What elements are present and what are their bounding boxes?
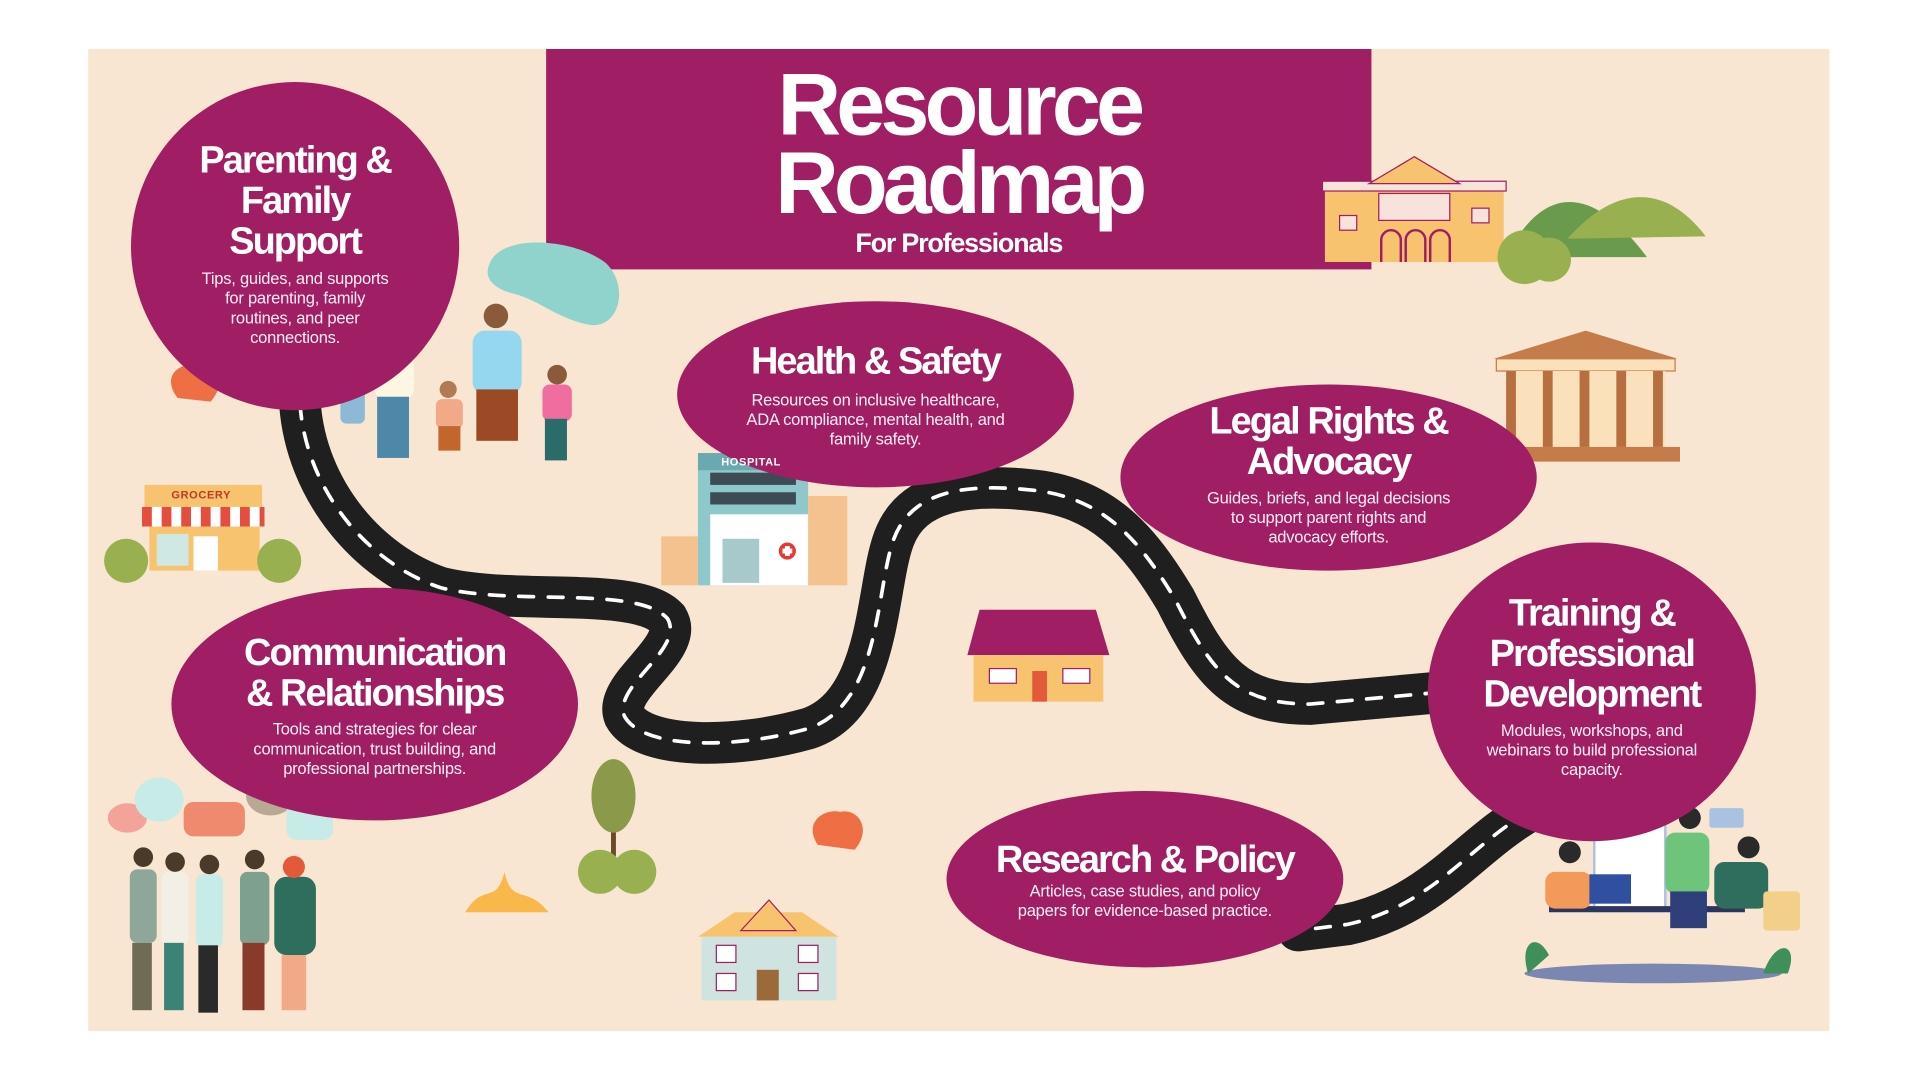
university-building-illustration [1321,156,1507,263]
text-line: Health & Safety [750,339,1002,383]
road [279,383,1552,952]
text-line: Tools and strategies for clear [272,720,477,739]
text-line: Tips, guides, and supports [201,269,389,288]
text-line: communication, trust building, and [253,739,496,758]
text-line: routines, and peer [230,308,360,327]
communication-bubble [171,587,578,821]
text-line: professional partnerships. [283,759,467,778]
text-line: capacity. [1560,760,1623,779]
training-bubble [1427,542,1756,842]
section-bubbles [131,82,1756,968]
text-line: Research & Policy [995,837,1296,881]
text-line: Development [1483,672,1702,716]
section-title: Health & Safety [692,340,1059,380]
text-line: Resources on inclusive healthcare, [751,390,1000,409]
health-bubble [677,301,1074,488]
text-line: Support [229,219,363,263]
parenting-bubble [131,82,460,411]
text-line: advocacy efforts. [1268,527,1389,547]
title-line-2: Roadmap [775,134,1147,233]
page-title: Resource Roadmap [546,56,1371,233]
text-line: Professional [1489,631,1696,675]
grass-illustration [465,871,549,913]
courthouse-illustration [1491,330,1681,462]
grocery-store-illustration [104,484,302,583]
grocery-sign: GROCERY [171,488,232,501]
tree-illustration [577,759,657,894]
section-communication: Communication& Relationships Tools and s… [191,632,558,779]
text-line: Family [240,178,351,222]
hills-illustration [1497,197,1706,285]
section-health-safety: Health & Safety Resources on inclusive h… [692,340,1059,449]
section-research-policy: Research & Policy Articles, case studies… [961,839,1328,921]
title-line-1: Resource [777,56,1145,155]
page-subtitle: For Professionals [855,227,1063,259]
text-line: Legal Rights & [1209,399,1449,443]
text-line: Training & [1508,591,1677,635]
text-line: Communication [244,630,507,674]
text-line: Modules, workshops, and [1500,721,1683,740]
text-line: Guides, briefs, and legal decisions [1206,488,1451,507]
text-line: & Relationships [245,671,505,714]
section-legal-rights: Legal Rights &Advocacy Guides, briefs, a… [1145,400,1512,547]
text-line: webinars to build professional [1486,740,1698,760]
section-description: Resources on inclusive healthcare,ADA co… [692,391,1059,450]
section-title: Legal Rights &Advocacy [1145,400,1512,481]
leaf-bush-illustration [812,811,863,850]
research-bubble [946,791,1344,968]
text-line: connections. [250,328,341,347]
text-line: ADA compliance, mental health, and [746,410,1005,429]
hospital-sign: HOSPITAL [721,455,782,468]
text-line: Articles, case studies, and policy [1029,881,1261,901]
text-line: for parenting, family [225,288,366,308]
text-line: family safety. [829,429,922,449]
house-illustration [967,609,1110,702]
text-line: Advocacy [1246,439,1413,483]
title-banner [546,48,1372,270]
school-illustration [697,899,839,1001]
text-line: papers for evidence-based practice. [1017,901,1273,920]
legal-bubble [1120,384,1537,571]
text-line: Parenting & [199,138,392,182]
text-line: to support parent rights and [1230,508,1427,527]
section-title: Research & Policy [961,839,1328,879]
section-title: Communication& Relationships [191,632,558,713]
speech-blob-illustration [487,242,620,326]
